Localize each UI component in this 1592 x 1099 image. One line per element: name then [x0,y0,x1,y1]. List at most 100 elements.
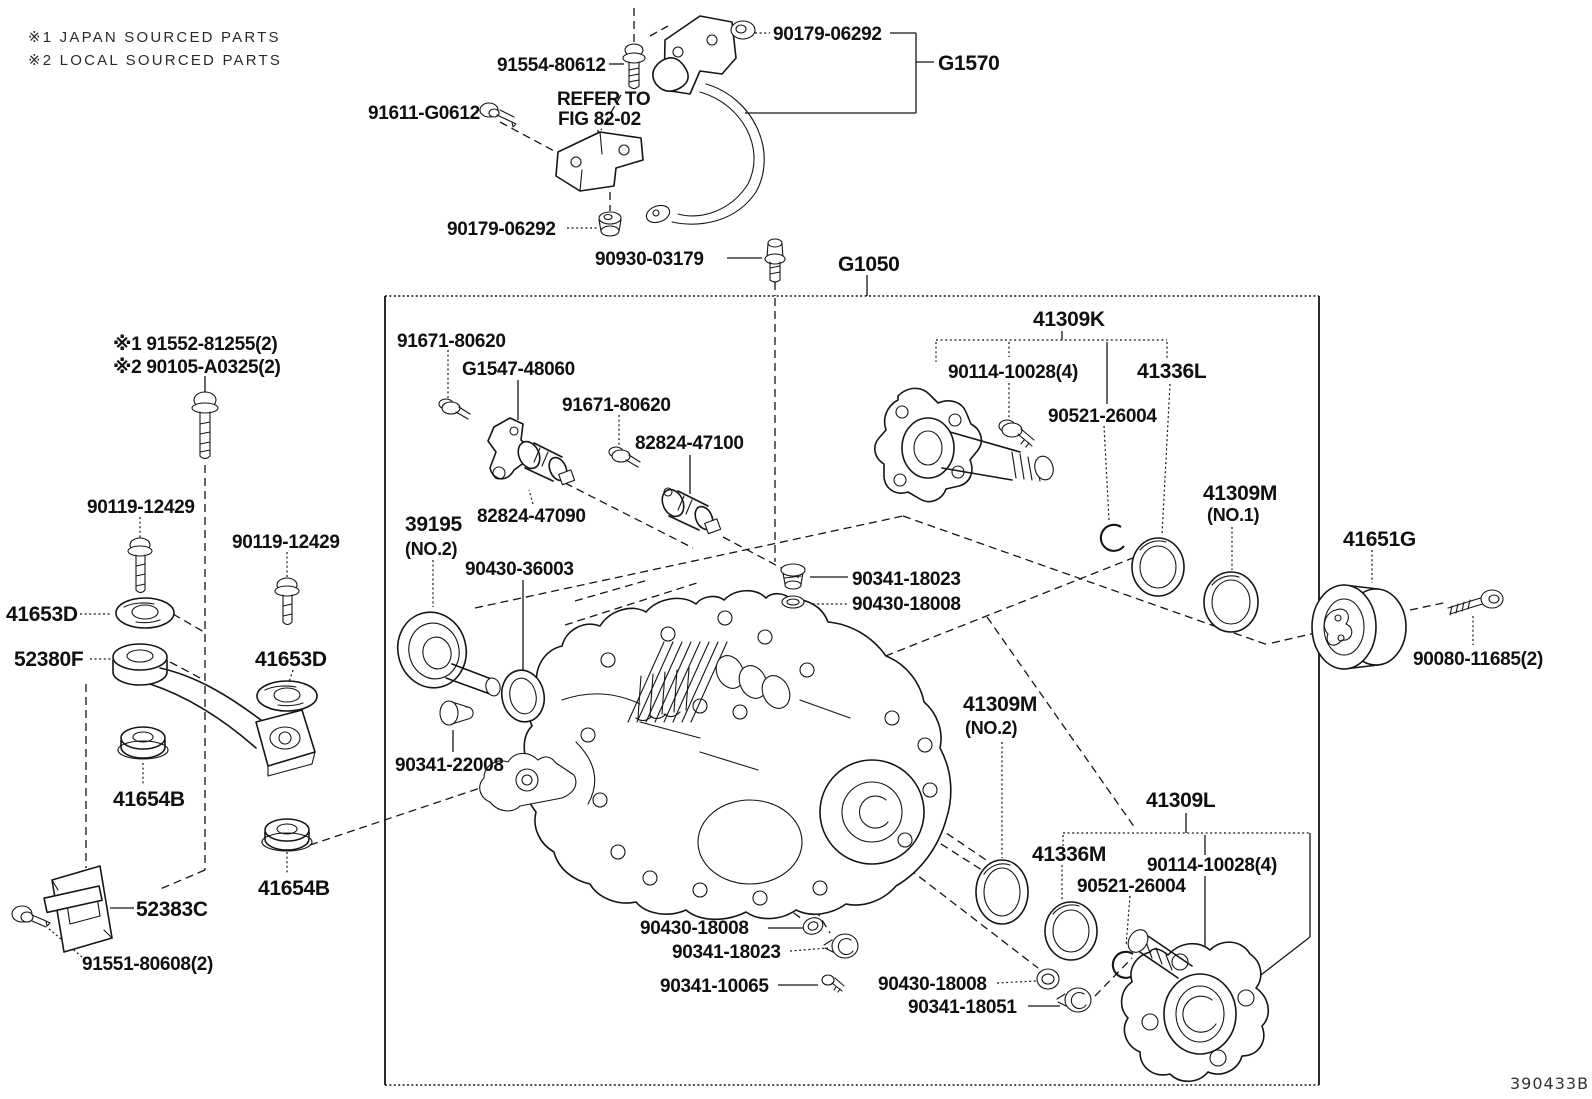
label-41309m-no2-sub: (NO.2) [965,718,1018,738]
label-90430-18008-a: 90430-18008 [852,594,961,615]
bolt-90341-10065-drawing [822,975,844,992]
label-90114-10028-b: 90114-10028(4) [1147,855,1277,876]
label-90119-12429-a: 90119-12429 [87,497,195,518]
snap-ring-90521b-drawing [1113,952,1136,978]
label-41336l: 41336L [1137,360,1207,383]
label-91554-80612: 91554-80612 [497,55,606,76]
seal-41336l-drawing [1132,538,1184,596]
gasket-90430-18008c-drawing [1037,969,1059,989]
label-g1570: G1570 [938,52,1000,75]
bolt-90080-drawing [1448,590,1503,615]
nut-41654b-a-drawing [118,727,168,759]
bolt-91554-drawing [623,44,645,89]
battery-cable-bracket-group [644,16,764,226]
solenoid-82824-47100-drawing [658,486,720,534]
torque-rod-52380f-drawing [113,644,315,776]
label-90341-18023-a: 90341-18023 [852,569,961,590]
seal-41336m-drawing [1045,902,1097,960]
bolt-91551-drawing [12,906,50,927]
transaxle-case-drawing [480,591,951,920]
label-91671-80620-b: 91671-80620 [562,395,671,416]
grommet-90179-mid-drawing [599,212,621,236]
bolt-90114a-drawing [999,420,1034,447]
label-52383c: 52383C [136,898,208,921]
label-90105-a0325: ※2 90105-A0325(2) [113,357,281,378]
bolt-90119b-drawing [275,578,299,625]
label-41654b-b: 41654B [258,877,330,900]
plug-90341-18023a-drawing [781,564,805,589]
label-41309m-no1-sub: (NO.1) [1207,505,1260,525]
nut-41654b-b-drawing [262,819,312,851]
label-90341-18051: 90341-18051 [908,997,1017,1018]
left-rod-group [12,392,317,952]
g1050-assembly-box [385,296,1319,1085]
solenoid-82824-47090-drawing [514,438,574,485]
label-39195: 39195 [405,513,463,536]
bolt-91671a-drawing [439,399,470,419]
label-41309l: 41309L [1146,789,1216,812]
plug-90930-drawing [765,239,785,282]
label-90341-18023-b: 90341-18023 [672,942,781,963]
grommet-90179-top [731,21,755,39]
label-52380f: 52380F [14,648,84,671]
labels: ※1 JAPAN SOURCED PARTS ※2 LOCAL SOURCED … [6,24,1589,1093]
label-90430-36003: 90430-36003 [465,559,574,580]
washer-41653d-b-drawing [257,681,317,711]
shaft-39195-drawing [390,605,502,698]
label-41654b-a: 41654B [113,788,185,811]
stopper-52383c-drawing [43,866,112,952]
flange-41309l-drawing [1122,926,1269,1081]
label-41653d-b: 41653D [255,648,327,671]
label-g1050: G1050 [838,253,900,276]
label-g1547-48060: G1547-48060 [462,359,575,380]
label-91551-80608: 91551-80608(2) [82,954,213,975]
damper-41651g-drawing [1312,585,1406,669]
label-90341-22008: 90341-22008 [395,755,504,776]
label-39195-sub: (NO.2) [405,539,458,559]
note-local-sourced: ※2 LOCAL SOURCED PARTS [28,52,282,69]
label-41309m-no2: 41309M [963,693,1037,716]
label-refer-line1: REFER TO [557,89,650,110]
label-82824-47100: 82824-47100 [635,433,744,454]
plug-90341-18023b-drawing [824,934,858,958]
label-90114-10028-a: 90114-10028(4) [948,362,1078,383]
gasket-90430-18008b-drawing [801,915,825,937]
seal-41309m-no2-drawing [976,860,1028,924]
bracket-refer-fig-drawing [556,132,643,191]
battery-terminal [653,58,688,91]
label-41309k: 41309K [1033,308,1105,331]
label-90179-06292-top: 90179-06292 [773,24,882,45]
label-90119-12429-b: 90119-12429 [232,532,340,553]
bolt-91552-drawing [192,392,218,459]
label-91671-80620-a: 91671-80620 [397,331,506,352]
label-90430-18008-c: 90430-18008 [878,974,987,995]
leader-lines [48,33,1473,1006]
label-90179-06292-mid: 90179-06292 [447,219,556,240]
bolt-91671b-drawing [609,447,640,467]
bolt-91611-drawing [480,103,516,127]
washer-41653d-a-drawing [116,598,174,628]
gasket-90430-18008a-drawing [782,596,804,608]
label-41309m-no1: 41309M [1203,482,1277,505]
figure-code: 390433B [1510,1074,1589,1093]
label-90080-11685: 90080-11685(2) [1413,649,1543,670]
plug-90341-18051-drawing [1057,988,1091,1012]
seal-90430-36003-drawing [497,666,549,726]
plug-90341-22008-drawing [440,701,473,725]
label-41653d-a: 41653D [6,603,78,626]
label-90341-10065: 90341-10065 [660,976,769,997]
label-90521-26004-a: 90521-26004 [1048,406,1157,427]
bolt-90119a-drawing [128,538,152,593]
label-refer-line2: FIG 82-02 [558,109,641,130]
snap-ring-90521a-drawing [1101,525,1124,551]
label-90930-03179: 90930-03179 [595,249,704,270]
label-91552-81255: ※1 91552-81255(2) [113,334,277,355]
label-41336m: 41336M [1032,843,1106,866]
seal-41309m-no1-drawing [1204,572,1258,632]
label-91611-g0612: 91611-G0612 [368,103,480,124]
note-japan-sourced: ※1 JAPAN SOURCED PARTS [28,29,281,46]
label-41651g: 41651G [1343,528,1416,551]
label-82824-47090: 82824-47090 [477,506,586,527]
